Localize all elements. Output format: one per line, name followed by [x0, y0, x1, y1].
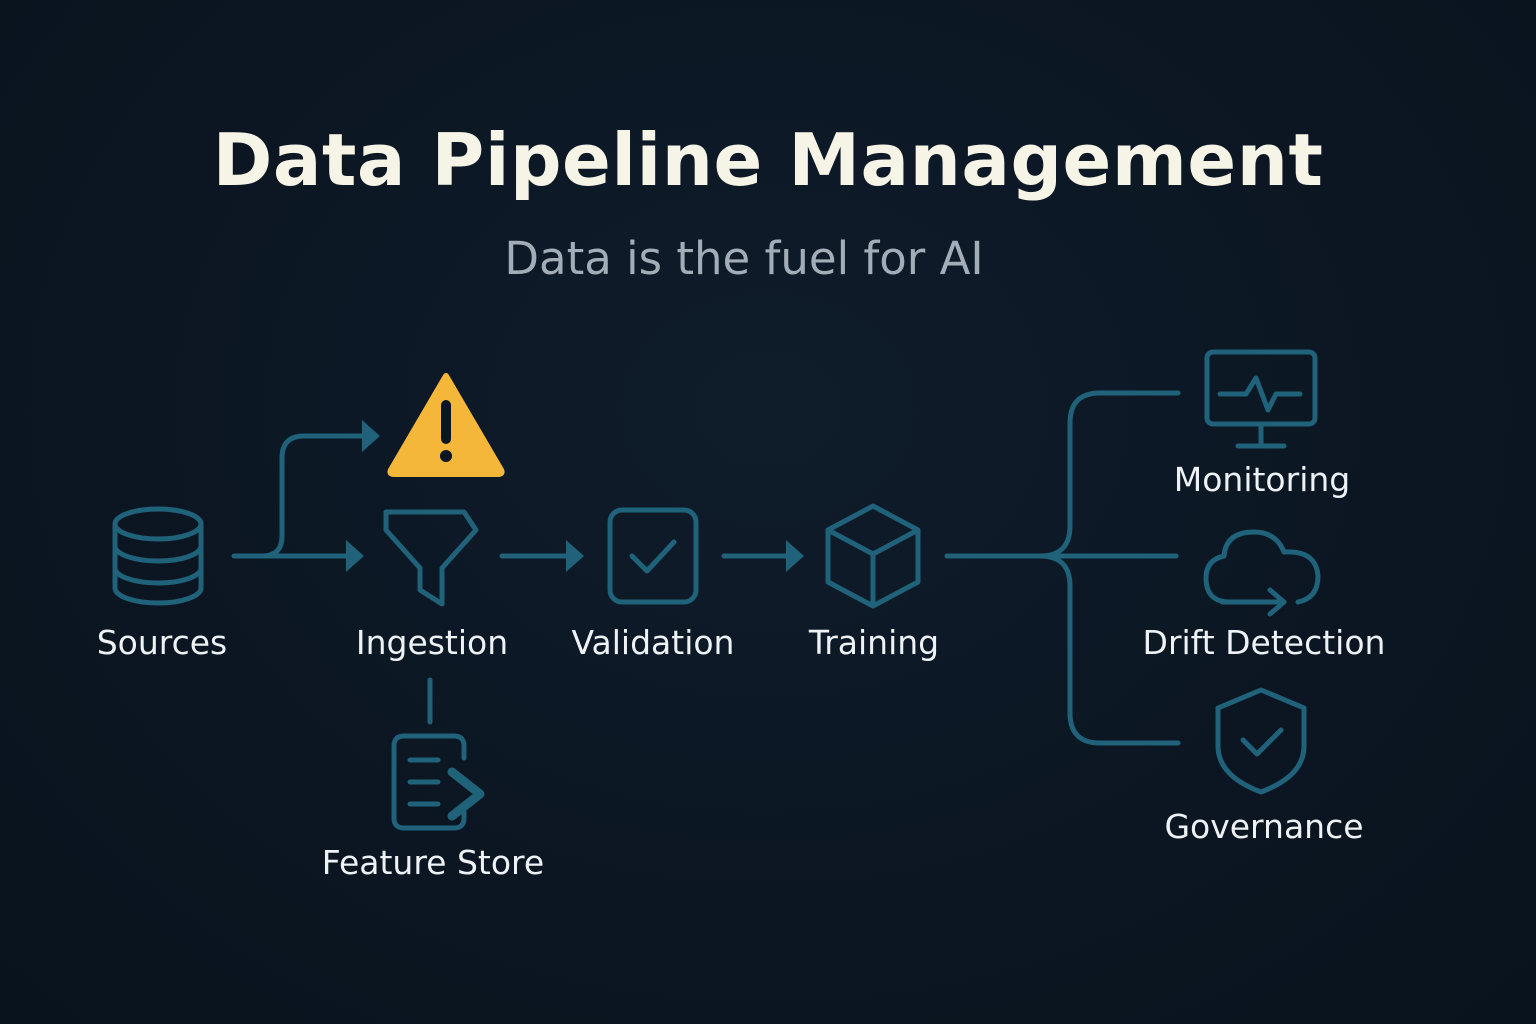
node-label-drift-detection: Drift Detection — [1143, 623, 1386, 662]
document-arrow-icon — [391, 733, 485, 831]
connector-sources-alert — [259, 433, 367, 559]
node-label-training: Training — [808, 623, 939, 662]
cube-icon — [825, 503, 921, 609]
node-label-monitoring: Monitoring — [1174, 460, 1350, 499]
node-label-feature-store: Feature Store — [322, 843, 544, 882]
arrowhead-ingestion — [346, 540, 364, 572]
shield-check-icon — [1215, 687, 1307, 795]
warning-icon — [387, 373, 505, 477]
connectors — [231, 390, 1181, 746]
page-subtitle: Data is the fuel for AI — [504, 232, 984, 285]
node-label-sources: Sources — [97, 623, 228, 662]
page-title: Data Pipeline Management — [212, 118, 1324, 202]
checkbox-icon — [607, 507, 699, 605]
arrowhead-training — [786, 540, 804, 572]
node-label-ingestion: Ingestion — [356, 623, 508, 662]
arrowhead-alert — [362, 420, 380, 452]
monitor-pulse-icon — [1204, 349, 1318, 449]
funnel-icon — [383, 509, 479, 607]
bracket-outputs — [1037, 390, 1181, 746]
arrowhead-validation — [566, 540, 584, 572]
database-icon — [112, 506, 204, 606]
node-label-governance: Governance — [1164, 807, 1363, 846]
cloud-arrow-icon — [1203, 529, 1321, 617]
node-label-validation: Validation — [572, 623, 735, 662]
